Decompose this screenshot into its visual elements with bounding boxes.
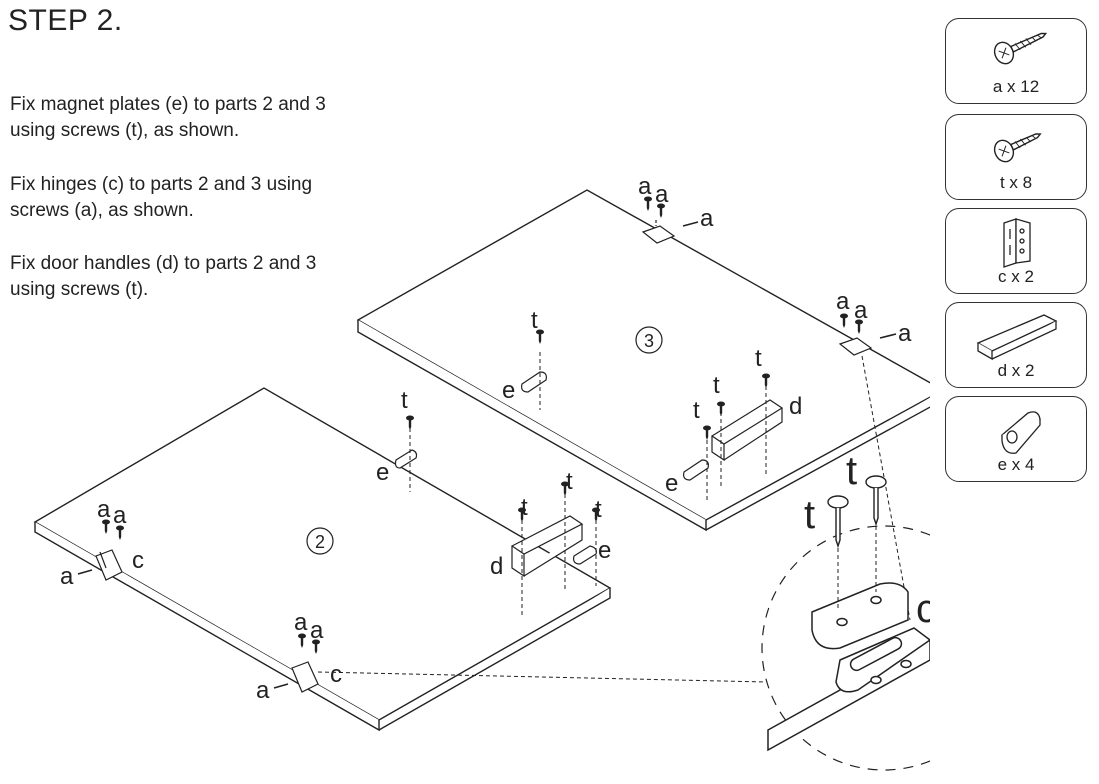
svg-text:a: a xyxy=(836,288,850,315)
hinge-panel3-bottom xyxy=(838,337,873,356)
svg-text:e: e xyxy=(376,459,389,486)
svg-text:t: t xyxy=(595,496,602,523)
part-label-d: d x 2 xyxy=(997,361,1035,380)
assembly-diagram: 3 2 xyxy=(33,173,930,771)
hinge-panel2-left xyxy=(95,549,123,581)
svg-text:a: a xyxy=(60,563,74,590)
panel-number-2: 2 xyxy=(306,527,334,555)
svg-text:a: a xyxy=(294,609,308,636)
svg-text:2: 2 xyxy=(315,532,325,552)
part-label-a: a x 12 xyxy=(992,77,1040,96)
part-box-a: a x 12 xyxy=(945,18,1087,104)
hinge-icon xyxy=(1003,218,1031,268)
svg-text:t: t xyxy=(846,449,857,493)
svg-text:e: e xyxy=(502,377,515,404)
screw-icon xyxy=(993,133,1042,163)
svg-text:t: t xyxy=(401,387,408,414)
screw-icon xyxy=(993,32,1048,65)
svg-text:3: 3 xyxy=(644,331,654,351)
svg-text:t: t xyxy=(693,397,700,424)
diagram-letters: a a a a a a t t t t d e e t e a a c a a … xyxy=(60,173,912,704)
svg-text:a: a xyxy=(113,502,127,529)
magnet-plate xyxy=(573,545,597,565)
part-box-t: t x 8 xyxy=(945,114,1087,200)
part-box-e: e x 4 xyxy=(945,396,1087,482)
svg-text:a: a xyxy=(256,677,270,704)
part-label-e: e x 4 xyxy=(997,455,1035,474)
svg-text:e: e xyxy=(598,537,611,564)
svg-text:c: c xyxy=(132,547,144,574)
instruction-magnet-plates: Fix magnet plates (e) to parts 2 and 3 u… xyxy=(10,94,326,141)
hinge-detail-zoom: t t c xyxy=(761,449,930,771)
svg-text:t: t xyxy=(804,493,815,537)
svg-text:a: a xyxy=(854,297,868,324)
svg-text:a: a xyxy=(638,173,652,200)
svg-text:t: t xyxy=(566,468,573,495)
door-handle xyxy=(710,399,784,462)
part-label-c: c x 2 xyxy=(998,267,1034,286)
svg-text:d: d xyxy=(789,393,802,420)
svg-text:a: a xyxy=(310,617,324,644)
svg-text:t: t xyxy=(713,372,720,399)
hinge-panel2-right xyxy=(291,661,319,693)
svg-text:c: c xyxy=(916,587,930,631)
svg-text:c: c xyxy=(330,661,342,688)
magnet-plate xyxy=(683,459,709,481)
svg-text:t: t xyxy=(755,345,762,372)
part-label-t: t x 8 xyxy=(999,173,1033,192)
svg-text:a: a xyxy=(898,320,912,347)
svg-text:d: d xyxy=(490,553,503,580)
svg-text:a: a xyxy=(97,496,111,523)
svg-text:a: a xyxy=(655,181,669,208)
part-box-c: c x 2 xyxy=(945,208,1087,294)
instruction-hinges: Fix hinges (c) to parts 2 and 3 using sc… xyxy=(10,174,313,221)
panel-3 xyxy=(356,189,930,532)
handle-icon xyxy=(976,314,1058,361)
part-box-d: d x 2 xyxy=(945,302,1087,388)
magnet-plate-icon xyxy=(1001,411,1041,454)
instruction-door-handles: Fix door handles (d) to parts 2 and 3 us… xyxy=(10,253,317,300)
svg-text:e: e xyxy=(665,470,678,497)
magnet-plate xyxy=(394,449,418,469)
hinge-panel3-top xyxy=(641,220,676,244)
svg-text:t: t xyxy=(521,494,528,521)
step-title: STEP 2. xyxy=(8,4,123,37)
svg-text:t: t xyxy=(531,307,538,334)
svg-text:a: a xyxy=(700,205,714,232)
panel-number-3: 3 xyxy=(635,326,663,354)
